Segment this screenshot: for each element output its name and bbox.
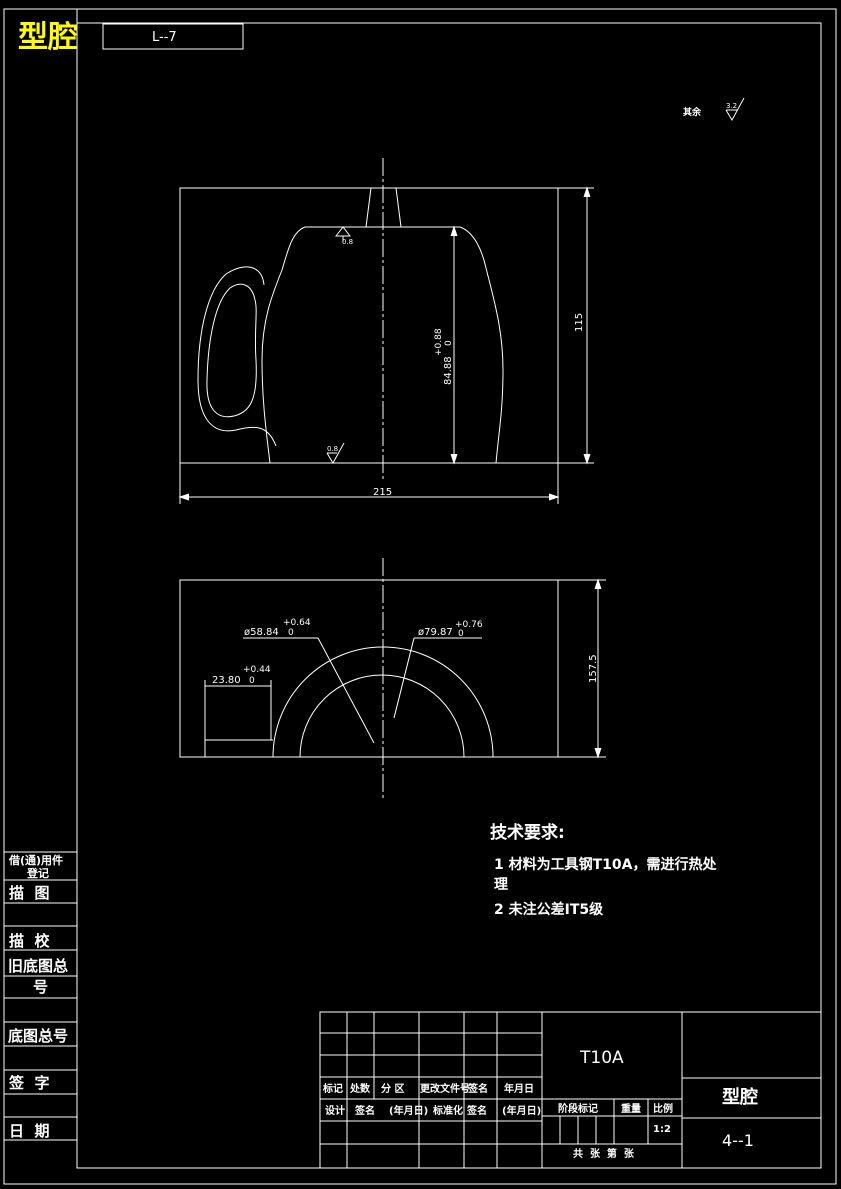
front-block-outline [179, 187, 559, 464]
roughness-bottom-value: 0.8 [327, 445, 338, 453]
side-panel [4, 851, 77, 1141]
height-dim-value: 115 [574, 313, 585, 332]
d2-tol-upper: +0.76 [455, 620, 483, 630]
tb-h-sign: 签名 [467, 1082, 488, 1095]
roughness-bottom-symbol [326, 442, 345, 465]
tb-h-count: 处数 [349, 1082, 371, 1095]
width-dim-arrows [178, 493, 560, 501]
tb-material: T10A [579, 1048, 624, 1068]
tb-r-design: 设计 [325, 1104, 345, 1117]
cavity-profile [261, 226, 504, 464]
top-block-outline [179, 579, 559, 758]
handle-inner [206, 283, 257, 418]
header-title: 型腔 [18, 20, 78, 55]
top-view: 23.80 +0.44 0 ø58.84 +0.64 0 ø79.87 +0.7… [179, 558, 606, 798]
title-block-grid [319, 1011, 822, 1169]
d2-tol-lower: 0 [458, 629, 464, 639]
inner-height-arrows [450, 225, 458, 465]
side-trace-check: 描 校 [9, 932, 50, 950]
top-height-arrows [594, 578, 602, 759]
width-dim-value: 215 [373, 487, 392, 498]
height-dim-arrows [583, 186, 591, 465]
outer-border [3, 8, 837, 1185]
tb-weight: 重量 [621, 1102, 641, 1115]
tb-scale: 1:2 [653, 1124, 671, 1135]
inner-arc [299, 674, 465, 758]
tb-h-doc: 更改文件号 [420, 1082, 470, 1095]
step-tol-upper: +0.44 [243, 665, 271, 675]
side-signature: 签 字 [8, 1074, 49, 1092]
tb-part-name: 型腔 [722, 1086, 758, 1108]
roughness-top-symbol [334, 226, 352, 242]
tb-h-mark: 标记 [322, 1082, 343, 1095]
requirements-item2: 2 未注公差IT5级 [494, 901, 604, 918]
step-tol-lower: 0 [249, 676, 255, 686]
tb-r-std: 标准化 [432, 1104, 463, 1117]
handle-outer [197, 266, 277, 447]
side-date: 日 期 [9, 1122, 49, 1140]
d1-leader [317, 637, 375, 744]
side-base-no: 底图总号 [8, 1027, 68, 1045]
tb-r-sign2: 签名 [466, 1104, 487, 1117]
roughness-rest-value: 3.2 [726, 102, 737, 110]
roughness-rest-symbol [725, 97, 745, 122]
side-borrow-line2: 登记 [26, 866, 49, 880]
d2-value: ø79.87 [418, 627, 453, 638]
header-code-box [102, 23, 244, 50]
requirements-item1-line1: 1 材料为工具钢T10A，需进行热处 [494, 856, 717, 873]
roughness-rest-label: 其余 [683, 106, 702, 118]
tb-h-zone: 分 区 [381, 1082, 404, 1095]
inner-height-value: 84.88 [443, 356, 454, 385]
side-trace: 描 图 [9, 884, 49, 902]
tb-r-date2: (年月日) [502, 1104, 541, 1117]
requirements-title: 技术要求: [490, 822, 565, 843]
front-view: 0.8 0.8 84.88 +0.88 0 115 215 [178, 158, 594, 504]
tb-h-date: 年月日 [504, 1082, 534, 1095]
requirements-item1-line2: 理 [494, 877, 508, 893]
inner-height-tol-upper: +0.88 [434, 328, 444, 356]
inner-frame [76, 22, 822, 1169]
d1-tol-lower: 0 [288, 628, 294, 638]
header-code: L--7 [152, 30, 177, 45]
step-value: 23.80 [212, 675, 241, 686]
d2-leader [393, 637, 415, 719]
d1-value: ø58.84 [244, 627, 279, 638]
tb-scale-label: 比例 [653, 1102, 673, 1115]
tb-r-sign: 签名 [354, 1104, 375, 1117]
roughness-top-value: 0.8 [342, 238, 353, 246]
side-old-base-line1: 旧底图总 [8, 957, 68, 975]
top-height-value: 157.5 [588, 654, 599, 683]
tb-drawing-no: 4--1 [722, 1131, 754, 1150]
outer-arc [272, 646, 494, 758]
side-borrow-line1: 借(通)用件 [8, 853, 63, 867]
d1-tol-upper: +0.64 [283, 618, 311, 628]
tb-sheets: 共 张 第 张 [573, 1147, 635, 1160]
tb-stage: 阶段标记 [558, 1102, 598, 1115]
inner-height-tol-lower: 0 [444, 340, 454, 346]
sprue-gate [365, 187, 402, 228]
side-old-base-line2: 号 [33, 978, 48, 996]
tb-r-date1: (年月日) [389, 1104, 428, 1117]
